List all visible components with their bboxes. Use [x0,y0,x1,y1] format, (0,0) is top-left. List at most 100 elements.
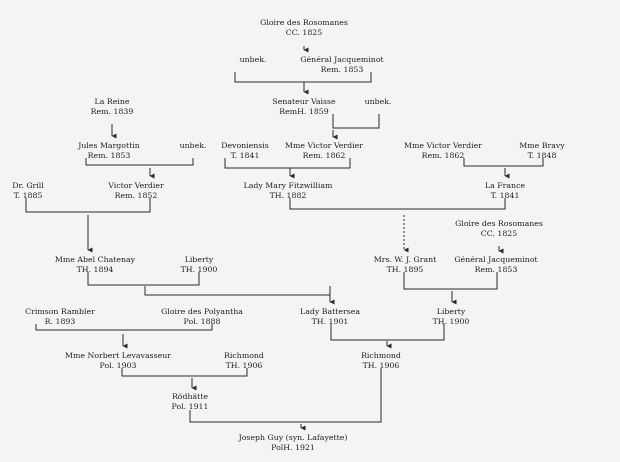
bracket-margottin-unbek3 [85,158,194,166]
node-guy: Joseph Guy (syn. Lafayette)PolH. 1921 [238,433,348,452]
bracket-chatenay-liberty1 [87,272,200,286]
node-name: unbek. [365,97,392,106]
node-name: Mme Norbert Levavasseur [65,351,171,360]
bracket-grill-vverdier [25,198,151,213]
node-meta: Rem. 1853 [475,265,518,274]
node-name: unbek. [240,55,267,64]
node-name: Général Jacqueminot [300,55,384,64]
node-meta: T. 1885 [14,191,43,200]
node-meta: Pol. 1903 [100,361,137,370]
node-name: Lady Battersea [300,307,360,316]
node-name: Crimson Rambler [25,307,95,316]
node-unbek2: unbek. [365,97,392,106]
node-name: Liberty [185,255,214,264]
node-meta: TH. 1882 [270,191,307,200]
bracket-vaisse-unbek2 [332,114,380,129]
node-meta: RemH. 1859 [279,107,329,116]
node-meta: T. 1848 [528,151,557,160]
node-meta: Rem. 1852 [115,191,158,200]
node-meta: TH. 1906 [363,361,400,370]
node-meta: TH. 1900 [433,317,470,326]
node-meta: TH. 1895 [387,265,424,274]
node-meta: CC. 1825 [286,28,322,37]
node-meta: Rem. 1839 [91,107,134,116]
node-meta: T. 1841 [231,151,260,160]
node-meta: CC. 1825 [481,229,517,238]
node-name: Mme Victor Verdier [285,141,363,150]
node-meta: PolH. 1921 [271,443,315,452]
bracket-fitz-france [289,198,506,210]
node-name: Devoniensis [221,141,269,150]
node-meta: R. 1893 [45,317,76,326]
node-name: La France [485,181,525,190]
node-name: Mme Victor Verdier [404,141,482,150]
node-meta: TH. 1894 [77,265,114,274]
node-meta: TH. 1901 [312,317,349,326]
node-name: Rödhätte [172,392,208,401]
node-meta: TH. 1900 [181,265,218,274]
node-name: unbek. [180,141,207,150]
node-meta: T. 1841 [491,191,520,200]
pedigree-edges [25,46,544,431]
bracket-chatenay-battersea [144,286,331,296]
bracket-devon-mvv1 [224,158,351,169]
node-meta: Rem. 1862 [422,151,465,160]
node-name: Gloire des Polyantha [161,307,243,316]
bracket-crimson-polyantha [35,324,213,331]
node-name: Lady Mary Fitzwilliam [244,181,333,190]
node-name: Senateur Vaisse [272,97,336,106]
node-name: Joseph Guy (syn. Lafayette) [238,433,348,442]
node-name: Mrs. W. J. Grant [374,255,437,264]
bracket-rodhatte-richmond2 [189,368,382,423]
node-name: Gloire des Rosomanes [455,219,543,228]
node-meta: TH. 1906 [226,361,263,370]
node-meta: Pol. 1911 [172,402,209,411]
bracket-mvv2-bravy [463,158,544,167]
node-name: La Reine [95,97,130,106]
node-meta: Rem. 1862 [303,151,346,160]
node-meta: Rem. 1853 [321,65,364,74]
node-name: Victor Verdier [107,181,164,190]
node-name: Richmond [361,351,401,360]
node-name: Richmond [224,351,264,360]
node-unbek1: unbek. [240,55,267,64]
bracket-levavasseur-richmond1 [121,368,248,377]
bracket-unbek1-jacq1 [234,72,372,83]
node-name: Dr. Grill [12,181,44,190]
node-meta: Pol. 1888 [184,317,221,326]
node-unbek3: unbek. [180,141,207,150]
bracket-battersea-liberty2 [330,324,445,341]
node-name: Mme Abel Chatenay [55,255,136,264]
node-name: Mme Bravy [519,141,565,150]
node-name: Jules Margottin [77,141,140,150]
node-meta: Rem. 1853 [88,151,131,160]
node-name: Liberty [437,307,466,316]
